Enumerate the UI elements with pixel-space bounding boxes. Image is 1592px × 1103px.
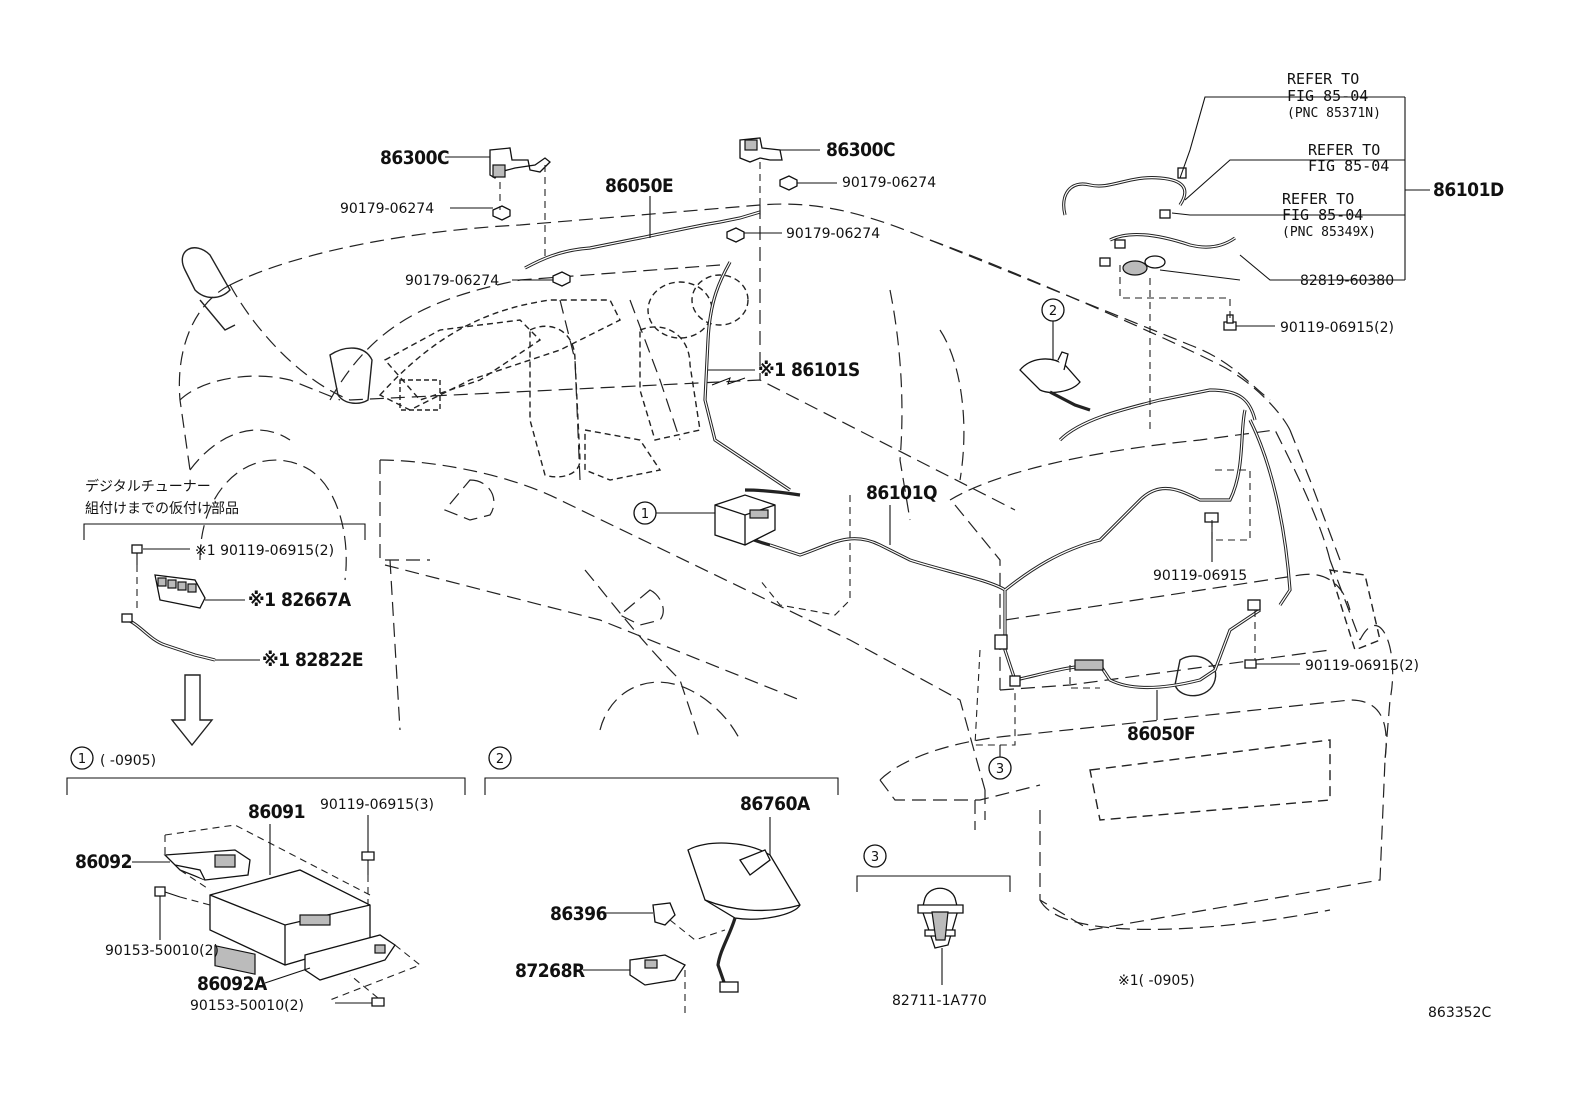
- refer2-line2: FIG 85-04: [1308, 157, 1389, 175]
- section1-range: ( -0905): [100, 753, 156, 769]
- label-90179-d: 90179-06274: [405, 273, 499, 289]
- callout-2-vehicle: 2: [1041, 298, 1065, 360]
- label-90179-a: 90179-06274: [340, 201, 434, 217]
- wire-harness-86050e: [524, 210, 761, 270]
- section1-num: 1: [78, 752, 86, 767]
- svg-text:3: 3: [996, 762, 1004, 777]
- label-82819-60380: 82819-60380: [1300, 273, 1394, 289]
- figure-id: 863352C: [1428, 1005, 1491, 1021]
- part-86760a-antenna: [687, 842, 801, 993]
- callout-1-vehicle: 1: [633, 501, 715, 525]
- section-2: 2 86760A 86396 87268R: [484, 746, 839, 1015]
- label-86101q: 86101Q: [866, 482, 937, 504]
- label-86050f: 86050F: [1127, 723, 1195, 745]
- label-86050e: 86050E: [605, 175, 673, 197]
- vehicle-body-outline: [178, 203, 1394, 931]
- part-82667a-block: [154, 574, 206, 609]
- label-86760a: 86760A: [740, 793, 811, 815]
- wire-harness-86050f: [1014, 608, 1261, 690]
- part-clip-tailgate: [994, 599, 1261, 687]
- part-bolt-box-bottom: [371, 997, 385, 1007]
- section3-num: 3: [871, 850, 879, 865]
- section-1: 1 ( -0905): [66, 746, 466, 1014]
- label-86300c-left: 86300C: [380, 147, 449, 169]
- label-82711: 82711-1A770: [892, 993, 987, 1009]
- main-labels: 86300C 90179-06274 86300C 90179-06274 90…: [340, 96, 1504, 745]
- label-90119-tuner: ※1 90119-06915(2): [195, 543, 334, 559]
- part-90179-nut-d: [552, 271, 571, 287]
- label-82667a: ※1 82667A: [248, 589, 352, 611]
- part-90179-nut-a: [492, 205, 511, 221]
- refer3-line2: FIG 85-04: [1282, 206, 1363, 224]
- part-82822e-wiring: [121, 613, 216, 662]
- part-bolt-box-top: [361, 851, 375, 875]
- label-90153-a: 90153-50010(2): [105, 943, 219, 959]
- refer3-line3: (PNC 85349X): [1282, 225, 1376, 240]
- part-90179-nut-c: [726, 227, 745, 243]
- part-86092-bracket: [163, 849, 251, 881]
- label-90119-right: 90119-06915(2): [1305, 658, 1419, 674]
- down-arrow-icon: [170, 674, 214, 747]
- footnote: ※1( -0905): [1118, 973, 1195, 989]
- label-87268r: 87268R: [515, 960, 585, 982]
- label-86091: 86091: [248, 801, 305, 823]
- svg-text:1: 1: [641, 507, 649, 522]
- refer1-line3: (PNC 85371N): [1287, 106, 1381, 121]
- section-3: 3 82711-1A770: [856, 844, 1011, 1009]
- label-82822e: ※1 82822E: [262, 649, 363, 671]
- label-86092: 86092: [75, 851, 132, 873]
- section2-num: 2: [496, 752, 504, 767]
- wire-harness-86101q: [769, 388, 1292, 681]
- label-86300c-right: 86300C: [826, 139, 895, 161]
- part-shark-fin-roof: [1019, 351, 1091, 412]
- tuner-temp-group: デジタルチューナー 組付けまでの仮付け部品 ※1 90119-06915(2) …: [83, 478, 366, 747]
- part-87268r-connector: [629, 954, 686, 986]
- part-90119-bolt-mid: [1204, 512, 1219, 523]
- refer2-line1: REFER TO: [1308, 141, 1380, 159]
- label-90119-mid: 90119-06915: [1153, 568, 1247, 584]
- label-90153-b: 90153-50010(2): [190, 998, 304, 1014]
- svg-text:2: 2: [1049, 304, 1057, 319]
- label-86101d: 86101D: [1433, 179, 1504, 201]
- part-bolt-box-left: [154, 886, 181, 898]
- label-90179-c: 90179-06274: [786, 226, 880, 242]
- part-82711-clip: [917, 887, 964, 949]
- part-86300c-left: [489, 147, 551, 179]
- label-86092a: 86092A: [197, 973, 268, 995]
- jp-note-line2: 組付けまでの仮付け部品: [85, 501, 239, 517]
- label-90119-box: 90119-06915(3): [320, 797, 434, 813]
- refer3-line1: REFER TO: [1282, 190, 1354, 208]
- callout-3-vehicle: 3: [988, 745, 1012, 780]
- label-90119-top: 90119-06915(2): [1280, 320, 1394, 336]
- refer1-line2: FIG 85-04: [1287, 87, 1368, 105]
- wire-harness-86101s: [703, 261, 791, 492]
- jp-note-line1: デジタルチューナー: [85, 478, 211, 495]
- label-86101s: ※1 86101S: [758, 359, 860, 381]
- part-86300c-right: [739, 137, 783, 163]
- part-90179-nut-b: [779, 175, 798, 191]
- label-86396: 86396: [550, 903, 607, 925]
- refer1-line1: REFER TO: [1287, 70, 1359, 88]
- dash-leaders: [499, 162, 1256, 746]
- part-90119-bolt-right: [1244, 659, 1257, 669]
- wire-harness-86101d: [1062, 176, 1236, 249]
- part-tuner-box-vehicle: [714, 494, 776, 546]
- part-tuner-bolt: [131, 544, 143, 554]
- label-90179-b: 90179-06274: [842, 175, 936, 191]
- refer-notes: REFER TO FIG 85-04 (PNC 85371N) REFER TO…: [1282, 70, 1389, 240]
